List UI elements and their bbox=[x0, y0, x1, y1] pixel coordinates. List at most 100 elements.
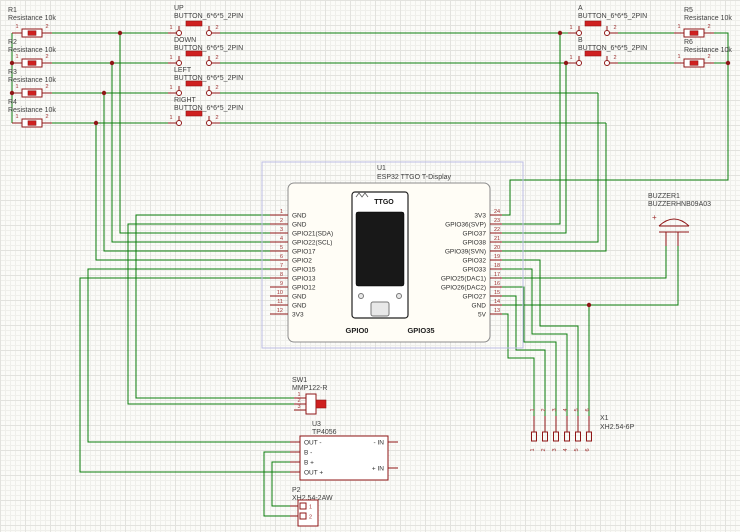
wire[interactable] bbox=[271, 461, 290, 507]
switch-SW1[interactable]: SW1 MMP122-R 1 2 3 bbox=[292, 377, 327, 415]
u1-right-pins: 24 3V3 23 GPIO36(SVP) 22 GPIO37 21 GPIO3… bbox=[441, 209, 502, 319]
component-value: BUTTON_6*6*5_2PIN bbox=[174, 13, 243, 20]
wire[interactable] bbox=[500, 259, 579, 416]
resistor-R5[interactable]: R5 Resistance 10k 1 2 bbox=[674, 7, 732, 38]
u1-pin-name: GPIO26(DAC2) bbox=[441, 285, 486, 292]
u3-body[interactable] bbox=[299, 435, 389, 481]
u1-pin-number: 2 bbox=[280, 218, 283, 224]
u1-pin-name: GPIO36(SVP) bbox=[445, 222, 486, 229]
button-RIGHT[interactable]: RIGHT BUTTON_6*6*5_2PIN 1 2 bbox=[168, 97, 243, 126]
pin-number: 4 bbox=[563, 448, 569, 451]
u1-pin-name: GPIO17 bbox=[292, 249, 316, 256]
wire[interactable] bbox=[500, 93, 599, 243]
wire[interactable] bbox=[500, 33, 561, 225]
u1-pin-number: 13 bbox=[494, 308, 500, 314]
ic-U3-tp4056[interactable]: U3 TP4056 OUT - B - B + OUT + - IN + IN bbox=[290, 421, 398, 481]
wire[interactable] bbox=[95, 123, 272, 261]
u1-pin-number: 14 bbox=[494, 299, 500, 305]
component-value: BUTTON_6*6*5_2PIN bbox=[174, 105, 243, 112]
junction-dot bbox=[93, 120, 99, 126]
u1-pin-name: GND bbox=[292, 303, 307, 310]
wire[interactable] bbox=[500, 123, 607, 252]
pin-number: 2 bbox=[309, 515, 312, 521]
u1-pin-name: GPIO27 bbox=[463, 294, 487, 301]
connector-X1[interactable]: X1 XH2.54-6P 1 2 3 4 5 6 1 2 3 4 5 6 bbox=[530, 408, 635, 451]
u1-pin-number: 20 bbox=[494, 245, 500, 251]
u1-bounding-box bbox=[261, 161, 524, 349]
wire[interactable] bbox=[87, 268, 290, 443]
component-ref: UP bbox=[174, 5, 184, 12]
u1-pin-number: 24 bbox=[494, 209, 500, 215]
component-value: Resistance 10k bbox=[684, 47, 732, 54]
wire[interactable] bbox=[135, 214, 294, 399]
resistor-R3[interactable]: R3 Resistance 10k 1 2 bbox=[8, 69, 56, 98]
resistor-R2[interactable]: R2 Resistance 10k 1 2 bbox=[8, 39, 56, 68]
component-ref: RIGHT bbox=[174, 97, 197, 104]
component-ref: P2 bbox=[292, 487, 301, 494]
pin-number: 1 bbox=[569, 55, 572, 61]
pin-number: 2 bbox=[541, 408, 547, 411]
wire[interactable] bbox=[714, 32, 729, 64]
wire[interactable] bbox=[500, 268, 568, 416]
connector-P2[interactable]: P2 XH2.54-2AW 1 2 bbox=[290, 487, 333, 527]
wire[interactable] bbox=[119, 33, 272, 234]
pin-number: 5 bbox=[574, 448, 580, 451]
component-value: BUZZERHNB09A03 bbox=[648, 201, 711, 208]
u3-pin-name: + IN bbox=[372, 466, 384, 473]
component-ref: U1 bbox=[377, 165, 386, 172]
pin-number: 6 bbox=[585, 448, 591, 451]
resistor-R4[interactable]: R4 Resistance 10k 1 2 bbox=[8, 99, 56, 128]
wire[interactable] bbox=[500, 313, 535, 416]
u1-bottom-pin-gpio0: GPIO0 bbox=[346, 326, 369, 335]
pin-number: 1 bbox=[15, 54, 18, 60]
component-ref: DOWN bbox=[174, 37, 196, 44]
pin-number: 1 bbox=[677, 24, 680, 30]
wire[interactable] bbox=[500, 63, 729, 216]
component-ref: LEFT bbox=[174, 67, 192, 74]
buzzer-BUZZER1[interactable]: BUZZER1 BUZZERHNB09A03 + bbox=[648, 193, 711, 246]
pin-number: 2 bbox=[45, 114, 48, 120]
u1-pin-number: 22 bbox=[494, 227, 500, 233]
u1-left-pins: 1 GND 2 GND 3 GPIO21(SDA) 4 GPIO22(SCL) … bbox=[270, 209, 333, 319]
button-A[interactable]: A BUTTON_6*6*5_2PIN 1 2 bbox=[568, 5, 647, 36]
button-DOWN[interactable]: DOWN BUTTON_6*6*5_2PIN 1 2 bbox=[168, 37, 243, 66]
wire[interactable] bbox=[500, 295, 546, 416]
u1-pin-name: GND bbox=[292, 294, 307, 301]
u1-pin-number: 1 bbox=[280, 209, 283, 215]
component-value: Resistance 10k bbox=[684, 15, 732, 22]
wire[interactable] bbox=[79, 277, 290, 473]
ic-U1-esp32-ttgo[interactable]: U1 ESP32 TTGO T-Display TTGO 1 GND 2 GND… bbox=[261, 161, 524, 349]
wire[interactable] bbox=[500, 286, 557, 416]
u1-pin-name: GPIO33 bbox=[463, 267, 487, 274]
component-value: ESP32 TTGO T-Display bbox=[377, 174, 452, 181]
component-ref: R4 bbox=[8, 99, 17, 106]
wire[interactable] bbox=[127, 223, 294, 405]
pin-number: 1 bbox=[15, 24, 18, 30]
u1-pin-number: 23 bbox=[494, 218, 500, 224]
display-screen bbox=[355, 211, 405, 287]
u1-pin-name: 5V bbox=[478, 312, 487, 319]
junction-dot bbox=[109, 60, 115, 66]
u1-pin-number: 12 bbox=[277, 308, 283, 314]
u1-pin-number: 19 bbox=[494, 254, 500, 260]
wire[interactable] bbox=[500, 63, 567, 234]
resistor-R1[interactable]: R1 Resistance 10k 1 2 bbox=[8, 7, 56, 38]
button-LEFT[interactable]: LEFT BUTTON_6*6*5_2PIN 1 2 bbox=[168, 67, 243, 96]
wire[interactable] bbox=[263, 451, 290, 517]
pin-number: 2 bbox=[215, 55, 218, 61]
wire[interactable] bbox=[500, 246, 667, 279]
u1-pin-name: 3V3 bbox=[474, 213, 486, 220]
button-UP[interactable]: UP BUTTON_6*6*5_2PIN 1 2 bbox=[168, 5, 243, 36]
u1-pin-number: 4 bbox=[280, 236, 283, 242]
component-ref: R5 bbox=[684, 7, 693, 14]
resistor-R6[interactable]: R6 Resistance 10k 1 2 bbox=[674, 39, 732, 68]
u1-pin-number: 17 bbox=[494, 272, 500, 278]
component-ref: R1 bbox=[8, 7, 17, 14]
pin-number: 2 bbox=[215, 115, 218, 121]
wire[interactable] bbox=[103, 93, 272, 252]
wire[interactable] bbox=[111, 63, 272, 243]
wire[interactable] bbox=[500, 246, 679, 306]
u1-pin-number: 7 bbox=[280, 263, 283, 269]
button-B[interactable]: B BUTTON_6*6*5_2PIN 1 2 bbox=[568, 37, 647, 66]
